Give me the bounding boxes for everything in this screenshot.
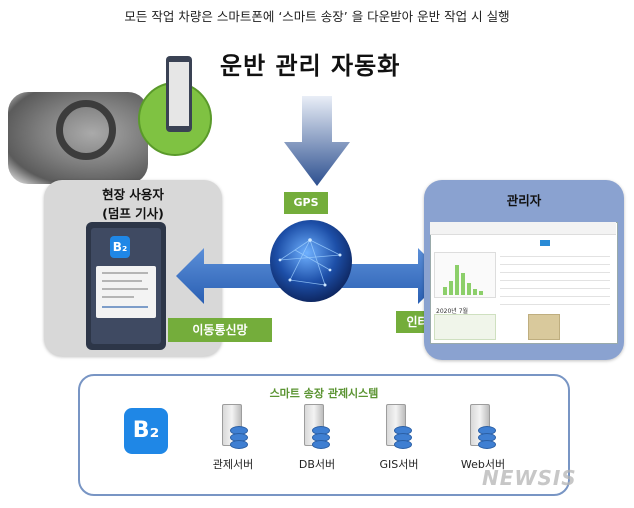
newsis-watermark: NEWSIS <box>482 466 577 490</box>
gps-down-arrow-icon <box>284 96 350 186</box>
server-label-web: Web서버 <box>460 458 506 471</box>
dashboard-chart <box>434 252 496 298</box>
server-icon <box>300 404 330 450</box>
dashboard-calendar <box>434 314 496 340</box>
steering-wheel-icon <box>56 100 116 160</box>
gps-label: GPS <box>284 192 328 214</box>
field-user-subtitle: (덤프 기사) <box>102 206 164 221</box>
server-label-control: 관제서버 <box>212 458 254 471</box>
b2-logo-icon: B₂ <box>124 408 168 454</box>
network-lines <box>278 238 342 287</box>
phone-dialog <box>96 266 156 318</box>
mobile-network-label: 이동통신망 <box>168 318 272 342</box>
dashboard-date: 2020년 7월 <box>436 308 469 315</box>
top-caption: 모든 작업 차량은 스마트폰에 ‘스마트 송장’ 을 다운받아 운반 작업 시 … <box>124 9 510 24</box>
dashboard-map <box>528 314 560 340</box>
server-label-db: DB서버 <box>298 458 336 471</box>
b2-logo-icon: B₂ <box>110 236 130 258</box>
main-title: 운반 관리 자동화 <box>220 52 401 80</box>
admin-title: 관리자 <box>506 193 542 208</box>
dashboard-topbar <box>430 222 616 235</box>
server-icon <box>382 404 412 450</box>
phone-screen <box>169 62 189 126</box>
globe-network-icon <box>270 220 352 302</box>
dashboard-button <box>540 240 550 246</box>
server-label-gis: GIS서버 <box>379 458 419 471</box>
dashboard-table <box>500 252 610 312</box>
system-title: 스마트 송장 관제시스템 <box>269 387 379 400</box>
field-user-title: 현장 사용자 <box>102 187 164 202</box>
server-icon <box>218 404 248 450</box>
server-icon <box>466 404 496 450</box>
